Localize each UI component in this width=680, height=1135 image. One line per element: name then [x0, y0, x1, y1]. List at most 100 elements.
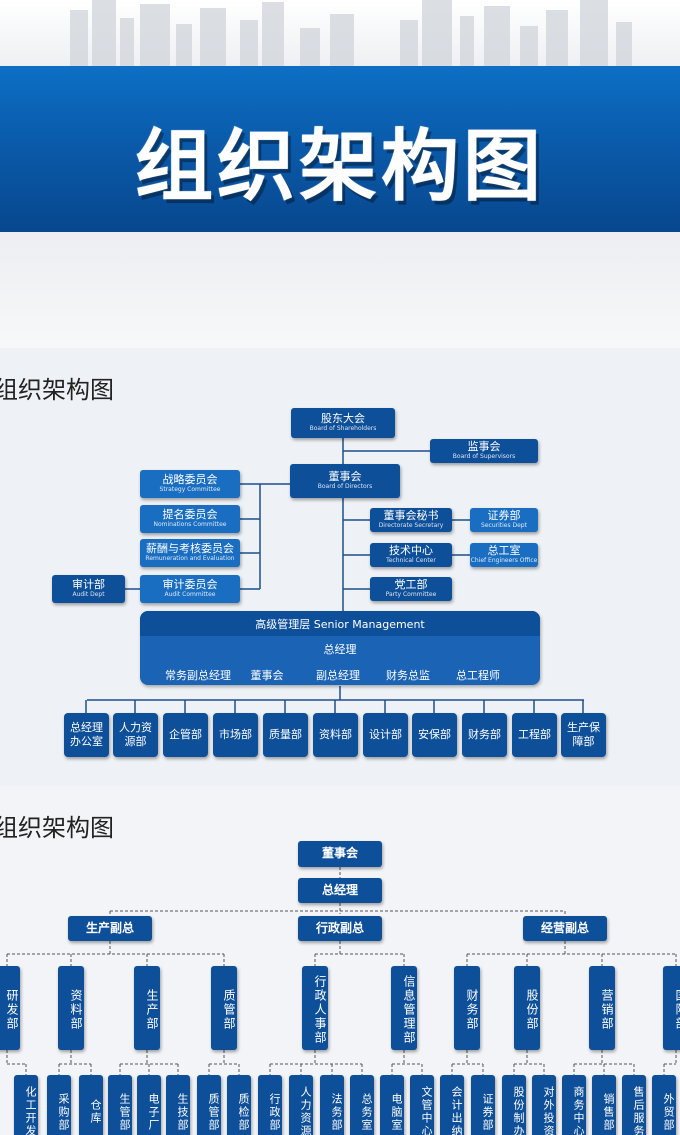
technical-center-box: 技术中心 Technical Center: [370, 543, 452, 567]
title-banner: 组织架构图: [0, 66, 680, 232]
supervisors-box: 监事会 Board of Supervisors: [430, 439, 538, 463]
box-en: Board of Directors: [317, 483, 373, 491]
mgmt-item: 董事会: [250, 669, 284, 682]
section1-title: 组织架构图: [0, 376, 114, 404]
chart2-sub-box: 售后服务: [622, 1075, 646, 1135]
chart2-sub-box: 质检部: [227, 1075, 251, 1135]
chart2-sub-box: 行政部: [258, 1075, 282, 1135]
gray-band: [0, 232, 680, 348]
box-en: Party Committee: [385, 591, 437, 599]
committee-strategy: 战略委员会 Strategy Committee: [140, 470, 240, 498]
skyline-image: [0, 0, 680, 66]
chart2-sub-box: 对外投资: [532, 1075, 556, 1135]
mgmt-item: 副总经理: [316, 669, 360, 682]
committee-nominations: 提名委员会 Nominations Committee: [140, 505, 240, 533]
box-en: Strategy Committee: [159, 486, 221, 494]
box-cn: 股东大会: [321, 412, 365, 426]
box-cn: 薪酬与考核委员会: [146, 542, 234, 556]
chart2-dept-box: 营销部: [589, 966, 615, 1050]
box-en: Audit Committee: [164, 591, 216, 599]
chart2-dept-box: 行政人事部: [302, 966, 328, 1050]
box-en: Board of Supervisors: [452, 453, 516, 461]
chart2-sub-box: 电脑室: [380, 1075, 404, 1135]
chart2-sub-box: 采购部: [47, 1075, 71, 1135]
box-en: Nominations Committee: [153, 521, 227, 529]
chart2-sub-box: 化工开发: [14, 1075, 38, 1135]
box-cn: 行政副总: [315, 920, 364, 935]
box-cn: 生产副总: [85, 920, 134, 935]
department-box: 市场部: [213, 713, 258, 757]
department-box: 工程部: [512, 713, 557, 757]
department-box: 财务部: [462, 713, 507, 757]
department-box: 人力资源部: [113, 713, 158, 757]
chart2-sub-box: 仓库: [79, 1075, 103, 1135]
chart2-dept-box: 股份部: [514, 966, 540, 1050]
chart2-sub-box: 证券部: [471, 1075, 495, 1135]
chart2-dept-box: 生产部: [134, 966, 160, 1050]
box-cn: 提名委员会: [162, 508, 218, 522]
box-cn: 董事会秘书: [383, 509, 439, 523]
mgmt-item: 总工程师: [456, 669, 500, 682]
box-cn: 技术中心: [389, 544, 433, 558]
department-box: 资料部: [313, 713, 358, 757]
box-cn: 证券部: [487, 509, 521, 523]
chart2-sub-box: 生管部: [108, 1075, 132, 1135]
mgmt-gm: 总经理: [323, 643, 357, 656]
chief-engineers-box: 总工室 Chief Engineers Office: [470, 543, 538, 567]
chart2-dept-box: 财务部: [454, 966, 480, 1050]
box-cn: 审计部: [72, 578, 105, 592]
directors-box: 董事会 Board of Directors: [290, 464, 400, 498]
chart2-sub-box: 销售部: [592, 1075, 616, 1135]
chart2-dept-box: 信息管理部: [391, 966, 417, 1050]
box-en: Remuneration and Evaluation: [145, 555, 235, 563]
chart2-sub-box: 文管中心: [410, 1075, 434, 1135]
banner-title: 组织架构图: [134, 122, 545, 212]
box-cn: 总工室: [487, 544, 521, 558]
senior-management-header: 高级管理层 Senior Management: [140, 611, 540, 636]
box-cn: 董事会: [328, 470, 362, 484]
department-box: 设计部: [363, 713, 408, 757]
deputy-business-box: 经营副总: [523, 916, 607, 941]
committee-remuneration: 薪酬与考核委员会 Remuneration and Evaluation: [140, 539, 240, 567]
party-committee-box: 党工部 Party Committee: [370, 577, 452, 601]
chart2-sub-box: 生技部: [166, 1075, 190, 1135]
chart2-dept-box: 国际部: [663, 966, 680, 1050]
department-box: 生产保障部: [561, 713, 606, 757]
chart2-dept-box: 资料部: [58, 966, 84, 1050]
chart2-dept-box: 研发部: [0, 966, 20, 1050]
department-box: 安保部: [412, 713, 457, 757]
deputy-production-box: 生产副总: [68, 916, 152, 941]
box-cn: 党工部: [394, 578, 428, 592]
audit-dept-box: 审计部 Audit Dept: [52, 575, 125, 603]
chart2-sub-box: 人力资源: [289, 1075, 313, 1135]
shareholders-box: 股东大会 Board of Shareholders: [291, 408, 395, 438]
box-en: Directorate Secretary: [378, 522, 444, 530]
box-en: Audit Dept: [72, 591, 105, 599]
securities-dept-box: 证券部 Securities Dept: [470, 508, 538, 532]
chart2-sub-box: 股份制办: [502, 1075, 526, 1135]
chart2-dept-box: 质管部: [211, 966, 237, 1050]
mgmt-item: 财务总监: [386, 669, 430, 682]
deputy-admin-box: 行政副总: [298, 916, 382, 941]
department-box: 总经理办公室: [64, 713, 109, 757]
section2-title: 组织架构图: [0, 814, 114, 842]
chart2-sub-box: 总务室: [350, 1075, 374, 1135]
box-cn: 战略委员会: [162, 473, 218, 487]
chart2-sub-box: 会计出纳: [440, 1075, 464, 1135]
chart2-sub-box: 质管部: [197, 1075, 221, 1135]
chart2-sub-box: 商务中心: [562, 1075, 586, 1135]
box-en: Technical Center: [386, 557, 436, 565]
chart2-board-box: 董事会: [298, 841, 382, 867]
box-cn: 经营副总: [540, 920, 589, 935]
mgmt-item: 常务副总经理: [165, 669, 231, 682]
department-box: 质量部: [263, 713, 308, 757]
box-cn: 董事会: [321, 846, 358, 861]
box-cn: 监事会: [467, 440, 501, 454]
chart2-gm-box: 总经理: [298, 878, 382, 903]
box-cn: 审计委员会: [162, 578, 218, 592]
committee-audit: 审计委员会 Audit Committee: [140, 575, 240, 603]
box-cn: 总经理: [321, 882, 358, 897]
box-en: Board of Shareholders: [309, 425, 377, 433]
box-en: Chief Engineers Office: [470, 557, 538, 565]
